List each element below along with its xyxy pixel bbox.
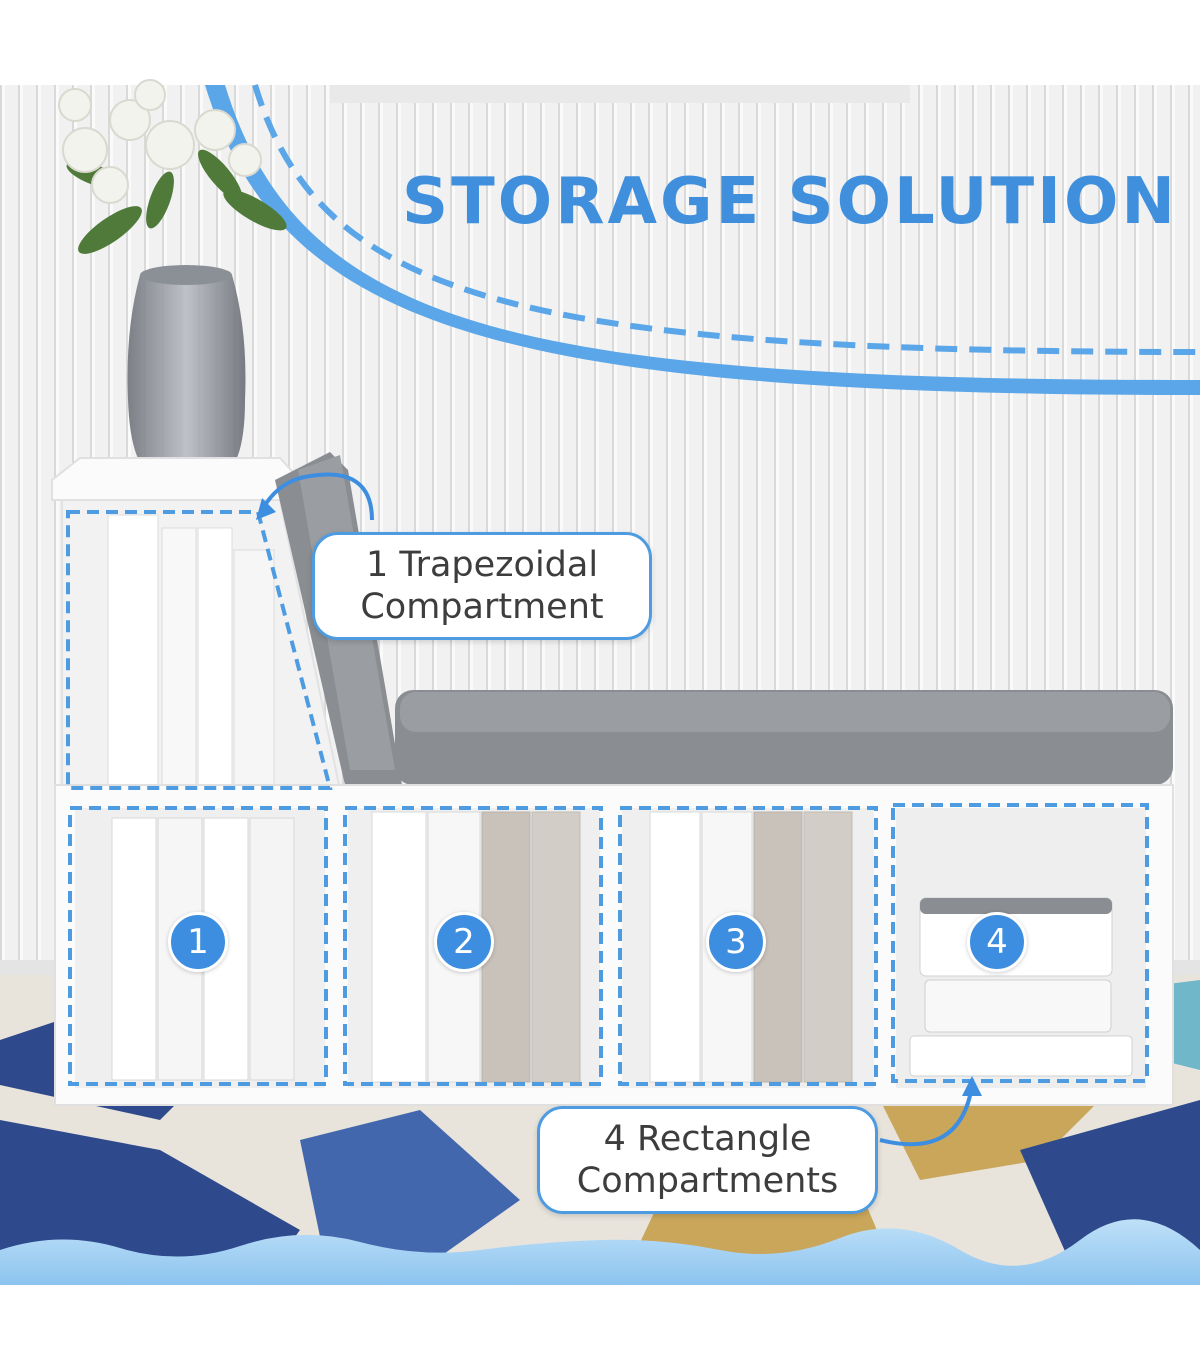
curved-arrow-icon — [256, 498, 276, 520]
compartment-badge-4: 4 — [967, 912, 1027, 972]
trapezoid-callout-line1: 1 Trapezoidal — [365, 545, 599, 585]
curved-arrow-icon — [260, 472, 374, 521]
curved-arrow-icon — [879, 1085, 974, 1147]
rectangle-callout-line2: Compartments — [576, 1161, 839, 1201]
decorative-arc — [205, 85, 1200, 395]
curved-arrow-icon — [962, 1076, 982, 1096]
trapezoid-callout: 1 Trapezoidal Compartment — [312, 532, 652, 640]
flower-vase — [58, 79, 287, 475]
rectangle-callout-line1: 4 Rectangle — [603, 1119, 812, 1159]
trapezoid-callout-line2: Compartment — [360, 587, 604, 627]
compartment-outlines — [66, 510, 1149, 1086]
compartment-badge-2: 2 — [434, 912, 494, 972]
rectangle-callout: 4 Rectangle Compartments — [537, 1106, 878, 1214]
bottom-wave — [0, 1219, 1200, 1285]
section-title: STORAGE SOLUTION — [402, 165, 1178, 239]
compartment-badge-3: 3 — [706, 912, 766, 972]
compartment-badge-1: 1 — [168, 912, 228, 972]
